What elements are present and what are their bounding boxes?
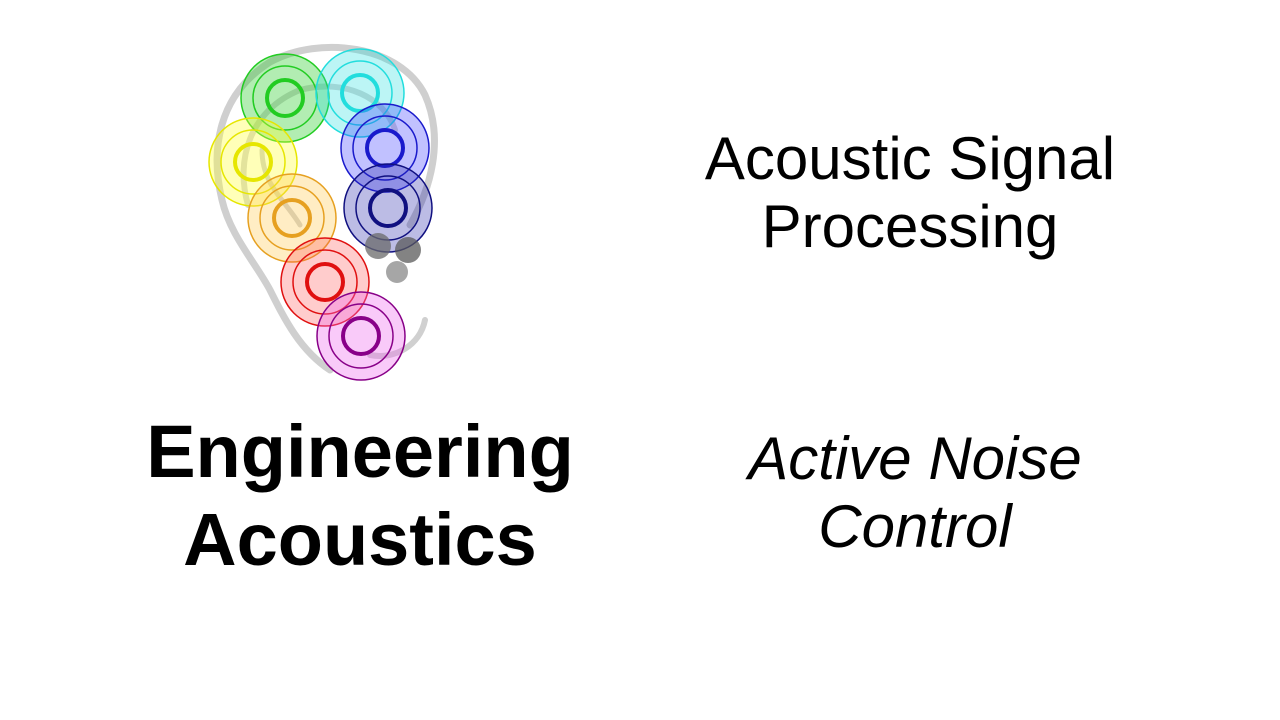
topic-title-line1: Active Noise: [748, 425, 1082, 492]
brand-title: Engineering Acoustics: [90, 408, 630, 584]
topic-title-line2: Control: [818, 493, 1012, 560]
course-title: Acoustic Signal Processing: [660, 125, 1160, 261]
brand-title-line1: Engineering: [146, 410, 574, 493]
course-title-line2: Processing: [761, 193, 1059, 260]
brand-title-line2: Acoustics: [183, 498, 537, 581]
course-title-line1: Acoustic Signal: [704, 125, 1116, 192]
ear-color-rings-logo-icon: [195, 40, 455, 390]
topic-title: Active Noise Control: [660, 425, 1170, 561]
